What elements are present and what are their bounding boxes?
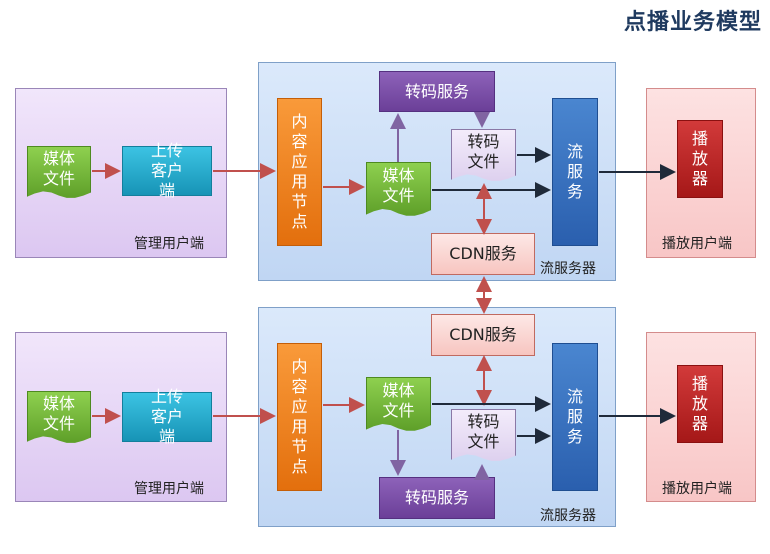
cdn-service-bottom: CDN服务 (431, 314, 535, 356)
stream-server-label-top: 流服务器 (540, 261, 596, 277)
admin-panel-label-top: 管理用户端 (134, 236, 204, 252)
stream-service-top: 流服务 (552, 98, 598, 246)
upload-client-bottom: 上传客户端 (122, 387, 212, 446)
transcoded-file-bottom: 转码文件 (451, 409, 516, 461)
transcode-service-top: 转码服务 (379, 71, 495, 112)
player-panel-label-bottom: 播放用户端 (662, 481, 732, 497)
media-file-2-bottom: 媒体文件 (366, 377, 431, 431)
player-bottom: 播放器 (677, 365, 723, 443)
stream-service-bottom: 流服务 (552, 343, 598, 491)
media-file-2-top: 媒体文件 (366, 162, 431, 216)
player-top: 播放器 (677, 120, 723, 198)
diagram-title: 点播业务模型 (623, 10, 762, 35)
stream-server-label-bottom: 流服务器 (540, 508, 596, 524)
transcoded-file-top: 转码文件 (451, 129, 516, 181)
player-panel-label-top: 播放用户端 (662, 236, 732, 252)
media-file-top: 媒体文件 (27, 146, 91, 198)
admin-panel-label-bottom: 管理用户端 (134, 481, 204, 497)
content-node-top: 内容应用节点 (277, 98, 322, 246)
content-node-bottom: 内容应用节点 (277, 343, 322, 491)
transcode-service-bottom: 转码服务 (379, 477, 495, 519)
upload-client-top: 上传客户端 (122, 141, 212, 200)
cdn-service-top: CDN服务 (431, 233, 535, 275)
media-file-bottom: 媒体文件 (27, 391, 91, 443)
